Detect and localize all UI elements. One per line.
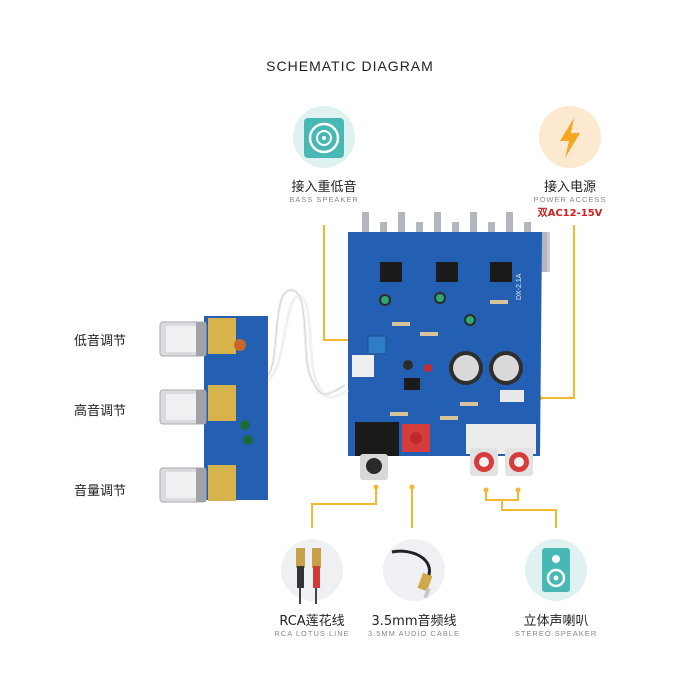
ribbon-cable-outline bbox=[267, 289, 346, 395]
aux-cable-icon bbox=[383, 539, 445, 601]
callout-bass-speaker-cn: 接入重低音 bbox=[291, 180, 357, 195]
main-board bbox=[348, 232, 542, 480]
board-marking: DX-2.1A bbox=[516, 273, 523, 300]
bass-speaker-icon bbox=[293, 106, 355, 168]
callout-stereo-en: STEREO SPEAKER bbox=[514, 629, 598, 638]
rca-cable-icon bbox=[281, 539, 343, 604]
callout-power-cn: 接入电源 bbox=[543, 180, 596, 195]
callout-power-spec: 双AC12-15V bbox=[537, 208, 603, 219]
knob-volume bbox=[159, 467, 207, 503]
callout-bass-speaker: 接入重低音 BASS SPEAKER bbox=[264, 176, 384, 204]
knob-label-volume: 音量调节 bbox=[74, 484, 127, 499]
control-board bbox=[204, 316, 268, 501]
callout-aux-en: 3.5MM AUDIO CABLE bbox=[367, 629, 461, 638]
callout-stereo-cn: 立体声喇叭 bbox=[523, 614, 589, 629]
callout-power: 接入电源 POWER ACCESS 双AC12-15V bbox=[510, 176, 630, 219]
callout-power-en: POWER ACCESS bbox=[533, 195, 607, 204]
callout-bass-speaker-en: BASS SPEAKER bbox=[289, 195, 359, 204]
callout-stereo: 立体声喇叭 STEREO SPEAKER bbox=[496, 610, 616, 638]
callout-aux: 3.5mm音频线 3.5MM AUDIO CABLE bbox=[354, 610, 474, 638]
page-title: SCHEMATIC DIAGRAM bbox=[266, 58, 434, 74]
knob-label-bass: 低音调节 bbox=[74, 334, 127, 349]
leader-lines bbox=[311, 225, 575, 528]
knob-bass bbox=[159, 321, 207, 357]
stereo-speaker-icon bbox=[525, 539, 587, 601]
power-icon bbox=[539, 106, 601, 168]
knob-treble bbox=[159, 389, 207, 425]
callout-rca-en: RCA LOTUS LINE bbox=[274, 629, 350, 638]
callout-rca: RCA莲花线 RCA LOTUS LINE bbox=[252, 610, 372, 638]
knob-label-treble: 高音调节 bbox=[74, 404, 127, 419]
callout-rca-cn: RCA莲花线 bbox=[279, 614, 345, 629]
callout-aux-cn: 3.5mm音频线 bbox=[371, 614, 457, 629]
